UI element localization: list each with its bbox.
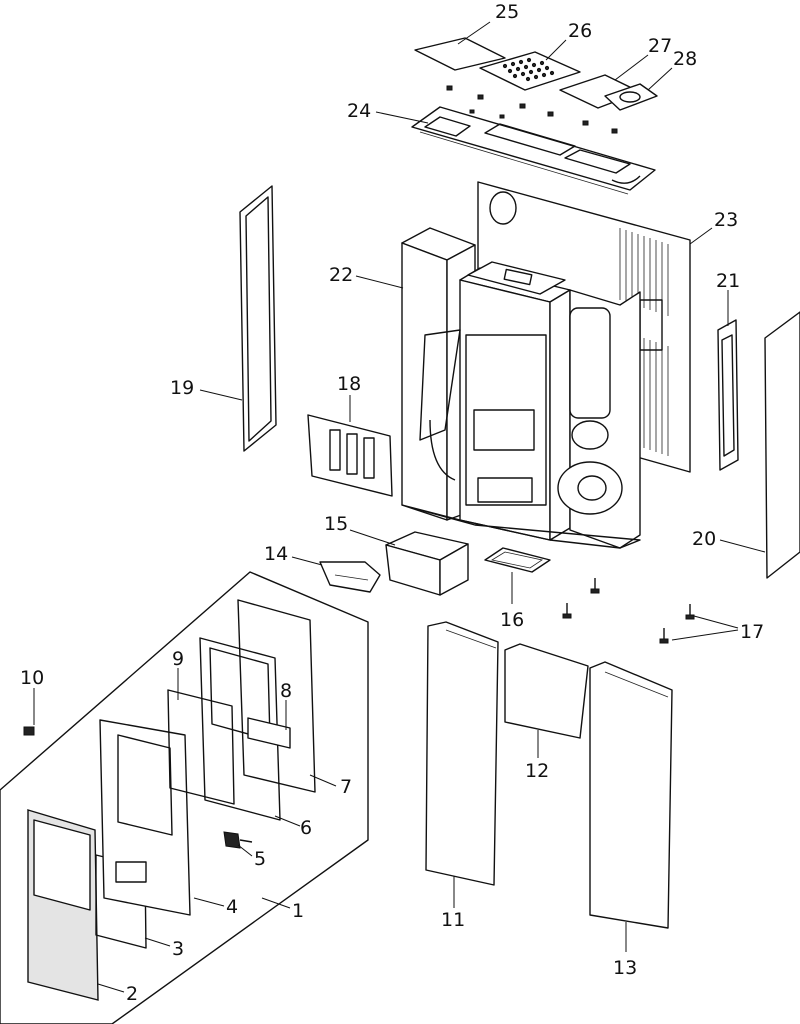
door-glass-2	[27, 809, 99, 1001]
callout-15: 15	[324, 513, 348, 535]
callout-22: 22	[329, 264, 353, 286]
callout-11: 11	[441, 909, 465, 931]
callout-5: 5	[254, 848, 266, 870]
door-gasket-7	[237, 599, 316, 793]
inner-door-6	[199, 637, 281, 821]
callout-20: 20	[692, 528, 716, 550]
callout-26: 26	[568, 20, 592, 42]
top-frame-24	[411, 106, 656, 195]
callout-17: 17	[740, 621, 764, 643]
callout-3: 3	[172, 938, 184, 960]
door-assembly-1	[0, 571, 369, 1024]
callout-19: 19	[170, 377, 194, 399]
leader-lines	[33, 21, 766, 993]
gasket-16	[484, 547, 551, 573]
door-seal-9	[167, 689, 235, 805]
hinge-5	[223, 831, 253, 849]
ash-drawer-15	[385, 531, 469, 596]
door-frame-4	[99, 719, 191, 916]
top-grille-panel-26	[479, 51, 581, 91]
callout-14: 14	[264, 543, 288, 565]
callout-24: 24	[347, 100, 371, 122]
inner-plate-18	[307, 414, 393, 497]
door-gasket-19	[239, 185, 277, 452]
bolt-10	[23, 726, 35, 736]
callout-16: 16	[500, 609, 524, 631]
callout-25: 25	[495, 1, 519, 23]
front-panel-13	[589, 661, 673, 929]
callout-23: 23	[714, 209, 738, 231]
callout-2: 2	[126, 983, 138, 1005]
panel-clips	[446, 85, 618, 134]
side-shield-21	[717, 319, 739, 471]
callout-6: 6	[300, 817, 312, 839]
front-panel-12	[504, 643, 589, 739]
side-panel-20	[764, 311, 800, 579]
handle-bracket-8	[247, 717, 291, 749]
front-panel-11	[425, 621, 499, 886]
callout-1: 1	[292, 900, 304, 922]
callout-21: 21	[716, 270, 740, 292]
callout-10: 10	[20, 667, 44, 689]
callout-4: 4	[226, 896, 238, 918]
callout-27: 27	[648, 35, 672, 57]
stove-body-22	[401, 227, 641, 549]
callout-8: 8	[280, 680, 292, 702]
callout-12: 12	[525, 760, 549, 782]
callout-9: 9	[172, 648, 184, 670]
ash-tray-14	[319, 561, 381, 593]
screws-17	[562, 578, 695, 644]
callout-7: 7	[340, 776, 352, 798]
top-flue-panel-28	[604, 83, 658, 111]
callout-13: 13	[613, 957, 637, 979]
top-cover-panel-25	[414, 37, 506, 71]
callout-18: 18	[337, 373, 361, 395]
callout-28: 28	[673, 48, 697, 70]
